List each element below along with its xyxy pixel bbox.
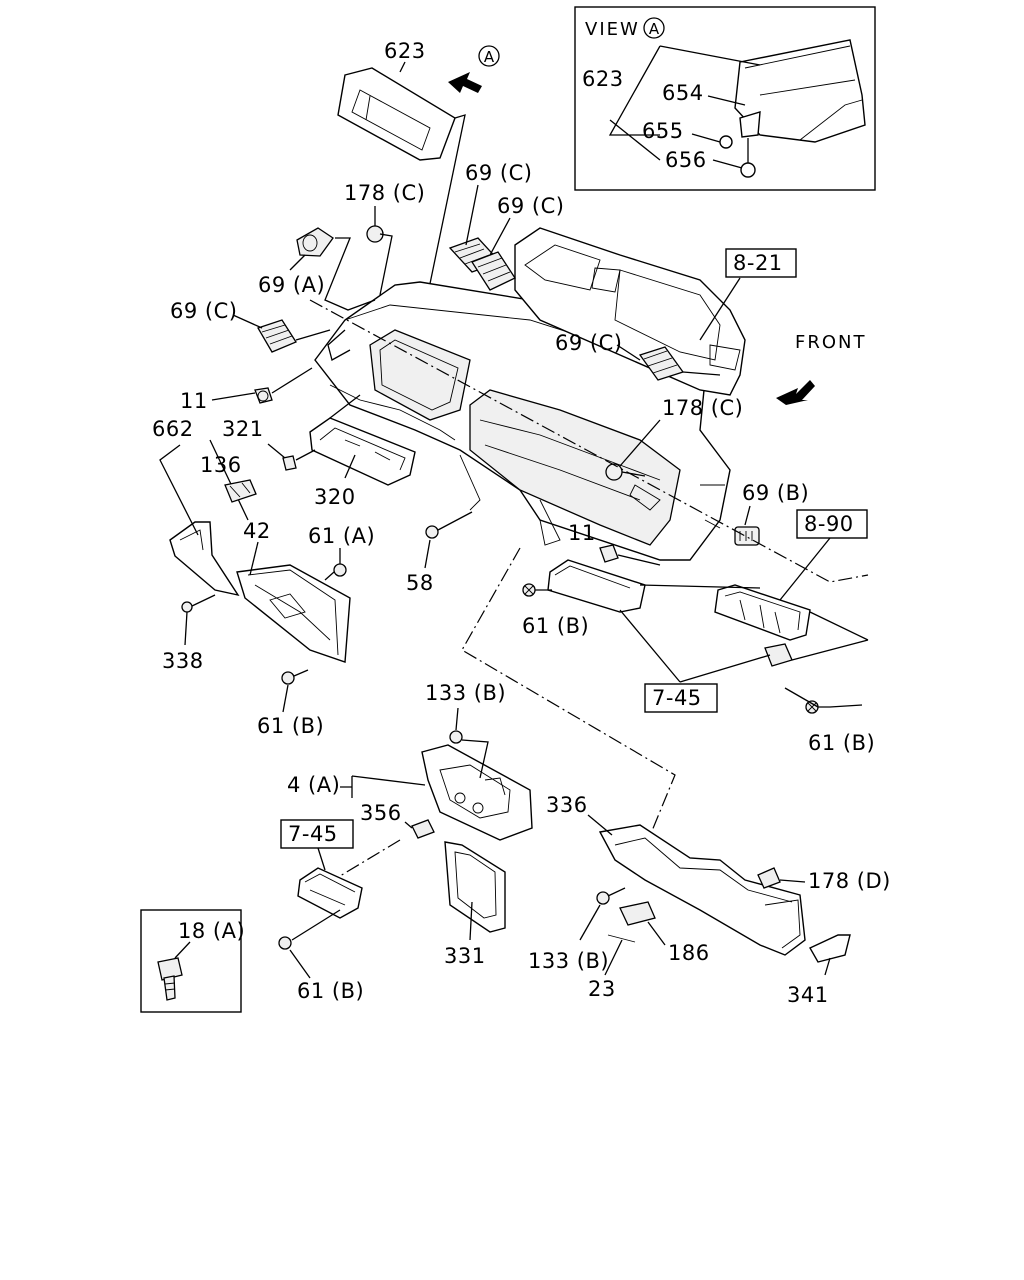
view-title: VIEW <box>585 19 640 40</box>
clip-178d: 178 (D) <box>757 867 891 893</box>
screw-133b-b: 133 (B) <box>528 887 626 973</box>
label-18a: 18 (A) <box>178 919 245 943</box>
front-arrow: FRONT <box>776 332 867 405</box>
view-label-656: 656 <box>665 148 707 172</box>
part-341: 341 <box>787 934 851 1007</box>
bolt-11-upper: 11 <box>180 367 313 413</box>
label-338: 338 <box>162 649 204 673</box>
vent-69a: 69 (A) <box>258 227 376 311</box>
clip-178c-mid: 178 (C) <box>605 396 743 481</box>
part-23: 23 <box>588 934 636 1001</box>
view-a-arrow: A <box>448 45 500 93</box>
bolt-11-lower: 11 <box>568 521 661 566</box>
view-a-inset: VIEW A 623 654 655 656 <box>574 6 876 191</box>
label-11-b: 11 <box>568 521 596 545</box>
part-8-90-radio: 8-90 <box>714 509 869 667</box>
label-69c-d: 69 (C) <box>555 331 622 355</box>
label-58: 58 <box>406 571 434 595</box>
label-11-a: 11 <box>180 389 208 413</box>
label-69c-c: 69 (C) <box>170 299 237 323</box>
vent-69c-top: 69 (C) 69 (C) <box>448 161 564 291</box>
label-61b-d: 61 (B) <box>297 979 364 1003</box>
screw-61a: 61 (A) <box>308 524 375 581</box>
label-320: 320 <box>314 485 356 509</box>
view-label-623: 623 <box>582 67 624 91</box>
screw-58: 58 <box>406 511 473 595</box>
vent-69c-left: 69 (C) <box>170 299 331 353</box>
screw-338: 338 <box>162 594 216 673</box>
ref-box-7-45-b: 7-45 <box>288 822 338 846</box>
part-186: 186 <box>619 901 710 965</box>
switch-69b: 69 (B) <box>734 481 809 546</box>
label-178d: 178 (D) <box>808 869 891 893</box>
ref-box-8-21: 8-21 <box>733 251 783 275</box>
label-61b-c: 61 (B) <box>808 731 875 755</box>
part-320: 320 <box>309 394 416 509</box>
clip-356: 356 <box>360 801 435 839</box>
ref-box-8-90: 8-90 <box>804 512 854 536</box>
label-69c-a: 69 (C) <box>465 161 532 185</box>
clip-136: 136 <box>200 453 257 503</box>
label-133b-a: 133 (B) <box>425 681 506 705</box>
label-69c-b: 69 (C) <box>497 194 564 218</box>
label-69b: 69 (B) <box>742 481 809 505</box>
label-61b-a: 61 (B) <box>257 714 324 738</box>
assembly-line-2 <box>329 839 401 883</box>
label-23: 23 <box>588 977 616 1001</box>
label-321: 321 <box>222 417 264 441</box>
part-662: 662 <box>152 417 249 597</box>
part-331-trim: 331 <box>444 841 506 968</box>
part-4a-bezel: 4 (A) <box>287 744 533 841</box>
part-623-lid: 623 <box>337 39 466 381</box>
screw-61b-a: 61 (B) <box>257 669 324 738</box>
part-7-45-upper: 7-45 <box>547 559 771 713</box>
assembly-line <box>461 547 676 861</box>
label-186: 186 <box>668 941 710 965</box>
screw-321: 321 <box>222 417 316 471</box>
front-label: FRONT <box>795 332 867 353</box>
label-133b-b: 133 (B) <box>528 949 609 973</box>
label-336: 336 <box>546 793 588 817</box>
part-8-21-cluster: 8-21 <box>514 227 797 396</box>
part-42-glovebox: 42 <box>236 519 351 663</box>
screw-61b-b: 61 (B) <box>522 583 589 638</box>
screw-61b-c: 61 (B) <box>784 687 875 755</box>
clip-178c-top: 178 (C) <box>344 181 425 296</box>
view-label-654: 654 <box>662 81 704 105</box>
arrow-marker: A <box>484 48 495 66</box>
part-336-panel: 336 <box>546 793 806 956</box>
label-136: 136 <box>200 453 242 477</box>
vent-69c-right: 69 (C) <box>555 331 721 381</box>
label-178c-b: 178 (C) <box>662 396 743 420</box>
view-marker: A <box>649 20 660 38</box>
assembly-line-3 <box>309 299 869 583</box>
label-662: 662 <box>152 417 194 441</box>
label-331: 331 <box>444 944 486 968</box>
label-61a: 61 (A) <box>308 524 375 548</box>
label-341: 341 <box>787 983 829 1007</box>
label-623: 623 <box>384 39 426 63</box>
view-label-655: 655 <box>642 119 684 143</box>
label-42: 42 <box>243 519 271 543</box>
label-4a: 4 (A) <box>287 773 340 797</box>
label-61b-b: 61 (B) <box>522 614 589 638</box>
inset-18a: 18 (A) <box>140 909 245 1013</box>
ref-box-7-45-a: 7-45 <box>652 686 702 710</box>
part-7-45-lower: 7-45 <box>280 819 363 941</box>
screw-133b-a: 133 (B) <box>425 681 506 779</box>
screw-61b-d: 61 (B) <box>278 936 364 1003</box>
label-69a: 69 (A) <box>258 273 325 297</box>
label-356: 356 <box>360 801 402 825</box>
label-178c-a: 178 (C) <box>344 181 425 205</box>
